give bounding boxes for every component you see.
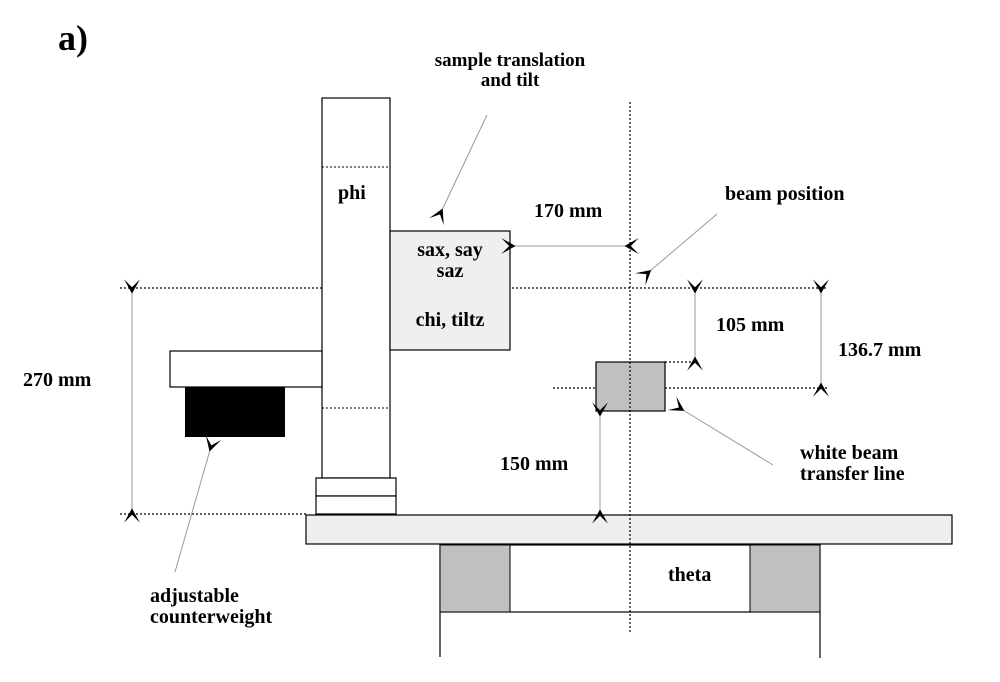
chi-tilt-label: chi, tiltz [415,309,485,331]
sample-translation-line2: and tilt [480,69,540,91]
counterweight-arm [169,350,323,388]
leader-sample-translation [429,114,488,225]
dim-label-170mm: 170 mm [534,200,603,222]
sample-stage-line1: sax, say [417,239,483,261]
sample-translation-annotation: sample translation and tilt [410,51,610,91]
counterweight-annotation: adjustable counterweight [150,586,272,628]
dim-label-270mm: 270 mm [23,369,92,391]
theta-label: theta [668,564,712,586]
dim-label-105mm: 105 mm [716,314,785,336]
dim-label-136mm: 136.7 mm [838,339,922,361]
counterweight-block [185,387,285,437]
panel-label: a) [58,18,88,58]
goniometer-table [305,514,953,545]
counterweight-line1: adjustable [150,585,239,607]
sample-stage-line2: saz [436,260,464,282]
leader-beam-position [635,213,718,286]
phi-label: phi [338,182,366,204]
phi-column [321,97,391,479]
theta-bearing-right [749,544,821,613]
counterweight-line2: counterweight [150,606,273,628]
theta-bearing-left [439,544,511,613]
sample-translation-line1: sample translation [434,50,586,71]
sample-stage-label: sax, say saz [390,240,510,282]
leader-transfer-line [667,396,774,466]
sample-stage-box [389,230,511,351]
transfer-line-line1: white beam [800,442,899,464]
phi-base-lower [315,495,397,515]
beam-position-annotation: beam position [725,183,845,205]
leader-counterweight [174,435,222,573]
transfer-line-annotation: white beam transfer line [800,443,905,485]
dim-label-150mm: 150 mm [500,453,569,475]
phi-base-upper [315,477,397,497]
transfer-line-line2: transfer line [800,463,905,485]
